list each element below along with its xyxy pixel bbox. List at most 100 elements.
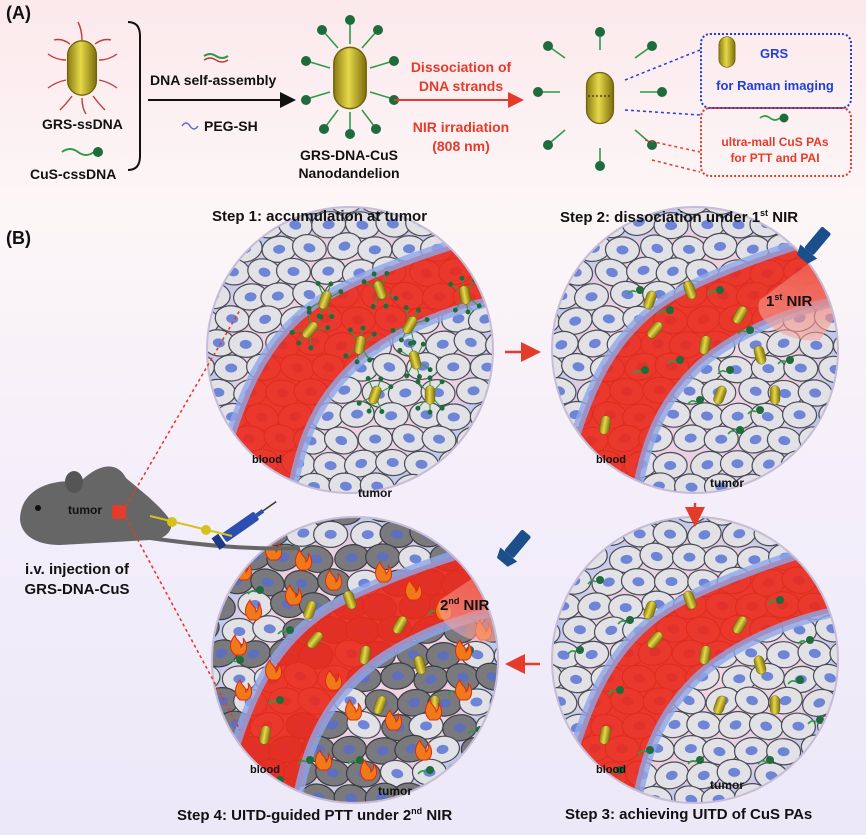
flashlight-2-icon xyxy=(496,530,531,567)
tissue-cell xyxy=(552,446,565,484)
dissociation-line1: Dissociation of xyxy=(410,59,512,75)
tissue-cell xyxy=(254,518,290,547)
tumor-label-3: tumor xyxy=(710,778,744,792)
flame-icon xyxy=(375,560,393,583)
blood-label-2: blood xyxy=(596,454,626,466)
tissue-cell xyxy=(815,756,838,790)
tissue-cell xyxy=(794,517,834,528)
tissue-cell xyxy=(552,734,581,766)
cus-particle xyxy=(816,716,824,724)
tissue-cell xyxy=(212,713,226,742)
cus-box-text: ultra-mall CuS PAs for PTT and PAI xyxy=(703,134,847,166)
cus-cssdna-label: CuS-cssDNA xyxy=(30,166,117,182)
flame-icon xyxy=(265,658,283,681)
tissue-cell xyxy=(671,543,708,571)
tissue-cell xyxy=(207,399,218,435)
flame-icon xyxy=(325,668,343,691)
nir2-suffix: NIR xyxy=(459,597,490,614)
tissue-cell xyxy=(552,542,583,573)
tissue-cell xyxy=(556,517,594,548)
product-line1: GRS-DNA-CuS xyxy=(300,147,398,163)
tissue-cell xyxy=(827,589,838,621)
grs-box-title: GRS xyxy=(760,46,789,61)
tissue-cell xyxy=(489,590,498,623)
cus-particle xyxy=(726,366,734,374)
tissue-cell xyxy=(608,517,647,527)
tissue-cell xyxy=(453,207,491,215)
tissue-cell xyxy=(574,474,613,493)
cus-particle xyxy=(696,396,704,404)
nanoparticle xyxy=(397,340,433,380)
tumor-label-4: tumor xyxy=(378,784,412,798)
tissue-cell xyxy=(552,468,583,493)
cus-box-line2: for PTT and PAI xyxy=(730,151,820,165)
tissue-cell xyxy=(436,209,472,238)
tissue-cell xyxy=(552,517,584,529)
tissue-cell xyxy=(795,473,833,493)
tissue-cell xyxy=(557,758,598,793)
nir-label: NIR irradiation (808 nm) xyxy=(396,118,526,156)
nir1-sup: st xyxy=(774,292,783,302)
tissue-cell xyxy=(829,277,838,313)
mouse-tumor-label: tumor xyxy=(68,503,102,517)
cus-particle xyxy=(641,366,649,374)
tissue-cell xyxy=(719,449,756,478)
tissue-cell xyxy=(552,207,564,240)
nanoparticle xyxy=(415,375,445,415)
tissue-cell xyxy=(575,517,613,527)
cus-particle xyxy=(576,646,584,654)
product-line2: Nanodandelion xyxy=(298,165,400,181)
bracket xyxy=(127,21,141,171)
tissue-cell xyxy=(829,784,838,803)
tissue-cell xyxy=(552,403,564,433)
tissue-cell xyxy=(454,229,493,264)
nir1-label: 1st NIR xyxy=(766,292,812,310)
tissue-cell xyxy=(212,517,239,526)
tissue-cell xyxy=(552,518,568,554)
tissue-cell xyxy=(269,517,306,525)
cus-particle xyxy=(626,616,634,624)
nir-line1: NIR irradiation xyxy=(412,119,510,135)
flashlight-1-icon xyxy=(796,227,831,264)
tissue-cell xyxy=(552,756,566,794)
cus-particle xyxy=(256,586,264,594)
nanoparticle xyxy=(390,305,430,345)
cus-particle xyxy=(636,286,644,294)
tissue-cell xyxy=(817,517,838,548)
tissue-cell xyxy=(798,207,835,215)
flame-icon xyxy=(230,633,248,656)
tissue-cell xyxy=(552,710,563,739)
tissue-cell xyxy=(207,469,240,493)
tissue-cell xyxy=(766,517,804,526)
tissue-cell xyxy=(207,447,222,480)
tissue-cell xyxy=(481,277,493,314)
tissue-cell xyxy=(826,207,838,218)
flame-icon xyxy=(235,678,253,701)
injection-label: i.v. injection of GRS-DNA-CuS xyxy=(2,560,152,600)
step2-prefix: Step 2: dissociation under 1 xyxy=(560,209,761,226)
flame-icon xyxy=(425,698,443,721)
tissue-cell xyxy=(460,781,498,803)
flame-icon xyxy=(385,708,403,731)
flame-icon xyxy=(345,698,363,721)
blood-label-4: blood xyxy=(250,764,280,776)
tissue-cell xyxy=(453,469,493,493)
tissue-cell xyxy=(435,352,472,382)
cus-particle xyxy=(276,696,284,704)
nanoparticle xyxy=(361,270,399,310)
cus-particle xyxy=(306,756,314,764)
tissue-cell xyxy=(422,207,461,214)
cus-particle xyxy=(696,756,704,764)
cus-particle xyxy=(676,356,684,364)
tissue-cell xyxy=(442,518,482,552)
nanoparticle xyxy=(769,385,781,405)
tissue-cell xyxy=(828,473,838,493)
step2-suffix: NIR xyxy=(768,209,799,226)
step2-tissue xyxy=(552,207,838,493)
cus-particle xyxy=(776,596,784,604)
tissue-cell xyxy=(552,257,562,286)
tissue-cell xyxy=(826,423,838,457)
cus-info-box xyxy=(700,107,852,177)
nanoparticle xyxy=(343,325,377,365)
cus-particle xyxy=(736,426,744,434)
